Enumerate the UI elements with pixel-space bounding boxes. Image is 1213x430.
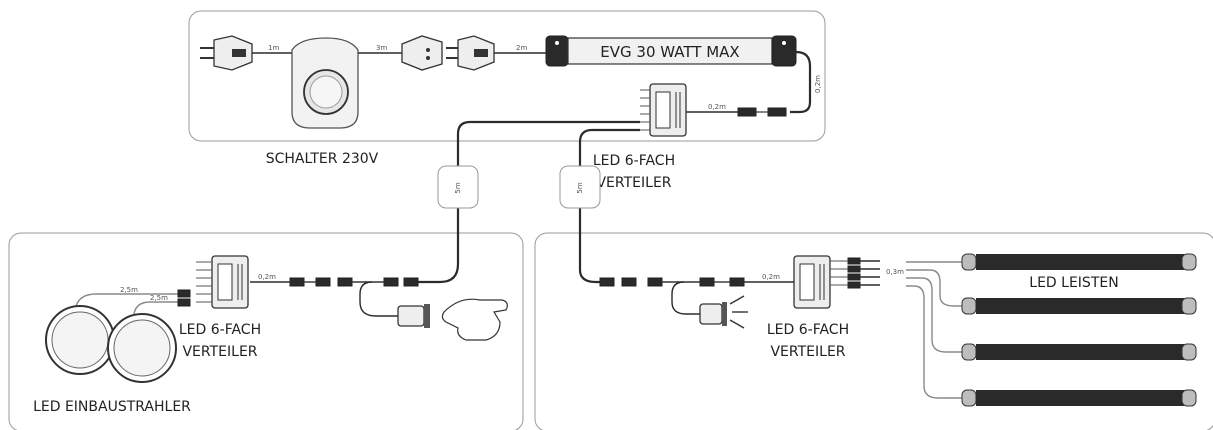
cable-length-drop-right: 5m	[576, 182, 584, 193]
motion-sensor-switch	[699, 295, 748, 329]
led-strip-3	[961, 343, 1197, 361]
einbaustrahler-label: LED EINBAUSTRAHLER	[33, 399, 191, 415]
euro-plug-icon	[200, 35, 253, 71]
connector-chain-right	[599, 277, 745, 287]
socket-coupler-icon	[401, 35, 443, 71]
cable-length-drop-left: 5m	[454, 182, 462, 193]
euro-plug-2-icon	[446, 35, 495, 71]
cable-length-right-verteiler: 0,2m	[762, 273, 780, 281]
verteiler-top	[640, 83, 687, 137]
dimmer-switch-icon	[291, 37, 359, 129]
verteiler-left	[196, 255, 249, 309]
cable-length-switch-coupler: 3m	[376, 44, 387, 52]
led-strip-2	[961, 297, 1197, 315]
verteiler-left-label-1: LED 6-FACH	[179, 322, 261, 338]
evg-power-supply	[545, 35, 797, 67]
led-strip-4	[961, 389, 1197, 407]
verteiler-left-label-2: VERTEILER	[182, 344, 257, 360]
verteiler-right	[793, 255, 861, 309]
hand-sensor-switch	[397, 298, 508, 341]
led-strip-1	[961, 253, 1197, 271]
verteiler-right-label-2: VERTEILER	[770, 344, 845, 360]
cable-length-spot-2: 2,5m	[150, 294, 168, 302]
cable-length-spot-1: 2,5m	[120, 286, 138, 294]
verteiler-right-label-1: LED 6-FACH	[767, 322, 849, 338]
cable-length-plug-evg: 2m	[516, 44, 527, 52]
leisten-label: LED LEISTEN	[1029, 275, 1118, 291]
cable-length-evg-output: 0,2m	[814, 75, 822, 93]
cable-length-left-verteiler: 0,2m	[258, 273, 276, 281]
evg-label: EVG 30 WATT MAX	[600, 43, 739, 61]
cable-label-right: 5m	[559, 165, 601, 209]
cable-length-plug-switch: 1m	[268, 44, 279, 52]
cable-label-left: 5m	[437, 165, 479, 209]
cable-length-leisten: 0,3m	[886, 268, 904, 276]
cable-length-top-verteiler: 0,2m	[708, 103, 726, 111]
led-spot-2	[107, 313, 177, 383]
led-spot-1	[45, 305, 115, 375]
verteiler-top-label-1: LED 6-FACH	[593, 153, 675, 169]
schalter-label: SCHALTER 230V	[266, 151, 379, 167]
verteiler-top-label-2: VERTEILER	[596, 175, 671, 191]
